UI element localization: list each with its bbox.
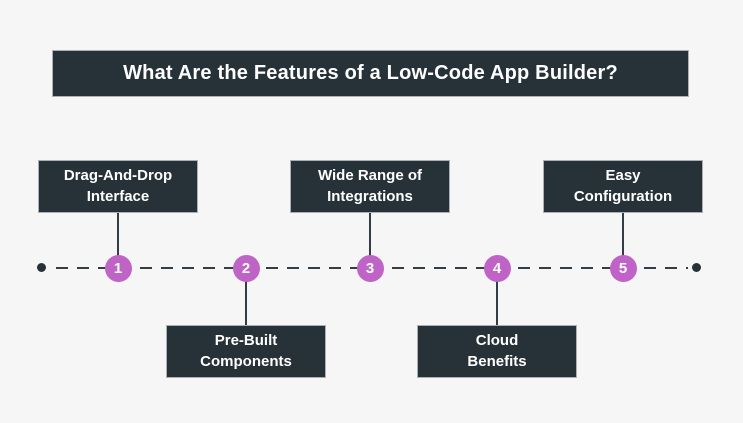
timeline-start-dot: [37, 263, 46, 272]
step-number-badge: 3: [356, 254, 384, 282]
connector-line: [369, 212, 371, 269]
connector-line: [245, 268, 247, 326]
title-bar: What Are the Features of a Low-Code App …: [52, 50, 689, 97]
timeline-end-dot: [692, 263, 701, 272]
connector-line: [496, 268, 498, 326]
page-title: What Are the Features of a Low-Code App …: [123, 62, 618, 84]
connector-line: [117, 212, 119, 269]
step-number-badge: 5: [609, 254, 637, 282]
connector-line: [622, 212, 624, 269]
step-number-badge: 1: [104, 254, 132, 282]
step-number-badge: 4: [483, 254, 511, 282]
step-number-badge: 2: [232, 254, 260, 282]
